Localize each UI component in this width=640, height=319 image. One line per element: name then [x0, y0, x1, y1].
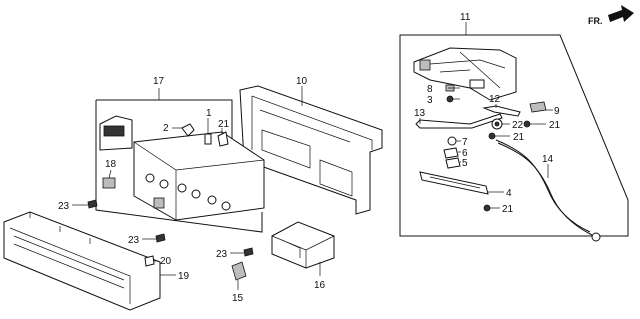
part-3 [446, 95, 454, 103]
callout-13: 13 [414, 108, 426, 119]
bracket-slot [469, 79, 485, 89]
callout-10: 10 [296, 76, 308, 87]
callout-15: 15 [232, 293, 244, 304]
callout-3: 3 [427, 95, 433, 106]
callout-21-b: 21 [513, 132, 525, 143]
slide-rail-4 [419, 171, 489, 195]
control-unit-outline [95, 99, 263, 233]
button-panel-edges [133, 141, 265, 220]
small-knob [153, 197, 165, 209]
callout-7: 7 [462, 137, 468, 148]
callout-17: 17 [153, 76, 165, 87]
screw-21-c [483, 204, 491, 212]
cable-14 [495, 139, 591, 233]
clip-21 [217, 131, 229, 147]
direction-label: FR. [588, 16, 603, 26]
bracket-16-detail [271, 235, 335, 268]
knob-face [103, 125, 125, 137]
callout-21-a: 21 [549, 120, 561, 131]
button-c [177, 183, 187, 193]
part-7 [447, 136, 457, 146]
callout-14: 14 [542, 154, 554, 165]
washer-22-hole [494, 121, 500, 127]
button-a [145, 173, 155, 183]
callout-19: 19 [178, 271, 190, 282]
callout-20: 20 [160, 256, 172, 267]
lever-bracket [413, 47, 517, 101]
bezel-body [3, 211, 161, 311]
callout-11: 11 [460, 12, 471, 23]
screw-21-b [488, 132, 496, 140]
callout-2: 2 [163, 123, 169, 134]
callout-9: 9 [554, 106, 560, 117]
part-2 [181, 123, 195, 137]
screw-23-c [243, 247, 254, 257]
panel-10-body [239, 85, 383, 215]
bezel-detail [9, 212, 131, 304]
part-6 [443, 147, 459, 159]
front-arrow-icon [608, 5, 634, 22]
panel-10-detail [251, 95, 373, 197]
bracket-16-body [271, 221, 335, 269]
cable-14-edge [497, 142, 593, 236]
part-20 [144, 255, 155, 267]
front-direction-badge: FR. [588, 5, 634, 26]
bracket-16 [271, 221, 335, 276]
button-d [191, 189, 201, 199]
button-e [207, 195, 217, 205]
callout-23-c: 23 [216, 249, 228, 260]
screw-21-a [523, 120, 531, 128]
callout-8: 8 [427, 84, 433, 95]
bracket-tab [419, 59, 431, 71]
callout-4: 4 [506, 188, 512, 199]
part-1 [204, 133, 212, 145]
cable-end-eyelet [591, 232, 601, 242]
callout-labels: 1 2 3 4 5 6 7 8 9 10 11 12 13 14 15 16 1… [58, 12, 561, 304]
callout-18: 18 [105, 159, 117, 170]
button-f [221, 201, 231, 211]
part-18 [102, 177, 116, 189]
callout-1: 1 [206, 108, 212, 119]
control-unit-box [95, 88, 265, 233]
control-cable-assembly-box [399, 22, 629, 242]
button-b [159, 179, 169, 189]
lever-12 [482, 105, 521, 117]
bracket-detail [429, 51, 506, 89]
clip-15-body [231, 261, 247, 281]
assembly-outline [399, 34, 629, 237]
rail-groove [429, 176, 481, 189]
callout-12: 12 [489, 94, 501, 105]
callout-21-d: 21 [218, 119, 230, 130]
front-bezel-19 [3, 211, 176, 311]
part-9 [529, 101, 547, 113]
callout-22: 22 [512, 120, 524, 131]
clip-15 [231, 261, 247, 290]
callout-6: 6 [462, 148, 468, 159]
panel-10 [239, 85, 383, 215]
lever-13 [415, 113, 503, 129]
screws-23 [72, 199, 254, 257]
callout-21-c: 21 [502, 204, 514, 215]
callout-5: 5 [462, 158, 468, 169]
callout-23-a: 23 [58, 201, 70, 212]
screw-23-b [155, 233, 166, 243]
callout-23-b: 23 [128, 235, 140, 246]
screw-23-a [87, 199, 98, 209]
part-5 [445, 157, 461, 169]
callout-16: 16 [314, 280, 326, 291]
leader-18 [108, 169, 112, 179]
